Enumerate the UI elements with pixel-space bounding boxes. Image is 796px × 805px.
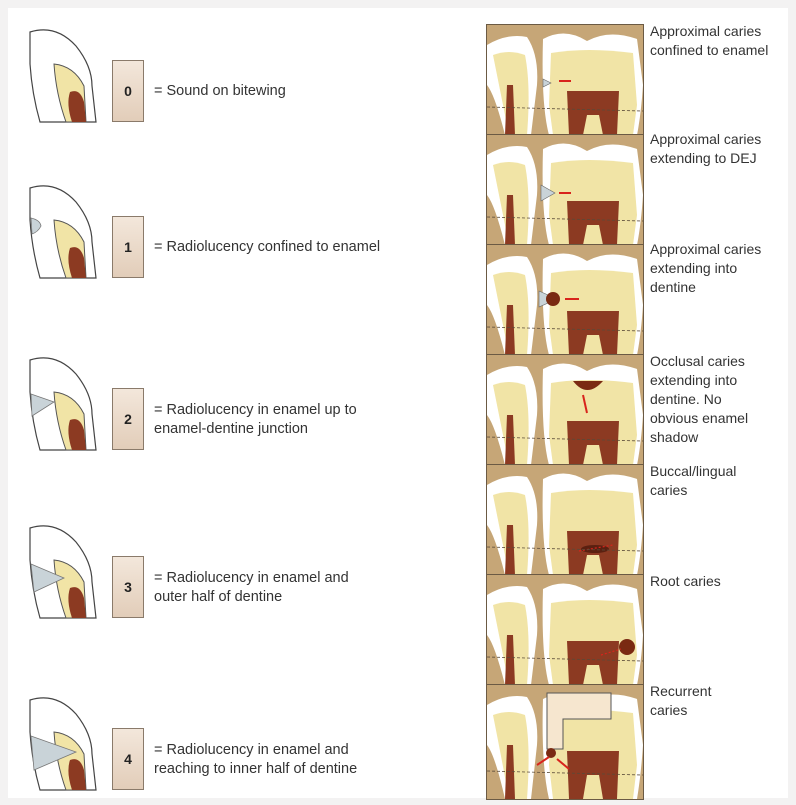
score-row-2: 2 = Radiolucency in enamel up to enamel-…	[8, 352, 478, 462]
label-line: Root caries	[650, 572, 796, 591]
score-description: = Radiolucency in enamel and outer half …	[154, 569, 349, 607]
score-description-line: = Radiolucency in enamel and	[154, 569, 349, 588]
label-line: caries	[650, 701, 796, 720]
label-line: confined to enamel	[650, 41, 796, 60]
label-line: dentine	[650, 278, 796, 297]
label-line: Approximal caries	[650, 240, 796, 259]
label-line: obvious enamel	[650, 409, 796, 428]
label-line: extending into	[650, 371, 796, 390]
score-description-line: outer half of dentine	[154, 588, 349, 607]
radiograph-column	[486, 24, 644, 800]
caries-type-label: Buccal/lingual caries	[650, 462, 796, 500]
score-row-0: 0 = Sound on bitewing	[8, 24, 478, 134]
root-caries-radiograph	[487, 575, 643, 685]
label-line: shadow	[650, 428, 796, 447]
score-description-line: = Sound on bitewing	[154, 82, 286, 101]
score-row-4: 4 = Radiolucency in enamel and reaching …	[8, 692, 478, 802]
score-row-3: 3 = Radiolucency in enamel and outer hal…	[8, 520, 478, 630]
tooth-enamel-icon	[26, 24, 98, 124]
caries-type-label: Approximal caries confined to enamel	[650, 22, 796, 60]
approximal-dej-radiograph	[487, 135, 643, 245]
caries-type-label: Approximal caries extending to DEJ	[650, 130, 796, 168]
tooth-inner-dentine-lesion-icon	[26, 692, 98, 792]
label-line: extending to DEJ	[650, 149, 796, 168]
score-description-line: = Radiolucency confined to enamel	[154, 238, 380, 257]
label-line: Approximal caries	[650, 130, 796, 149]
score-box: 2	[112, 388, 144, 450]
score-box: 4	[112, 728, 144, 790]
caries-type-label: Recurrent caries	[650, 682, 796, 720]
occlusal-dentine-radiograph	[487, 355, 643, 465]
tooth-dej-lesion-icon	[26, 352, 98, 452]
caries-type-label: Root caries	[650, 572, 796, 591]
tooth-outer-dentine-lesion-icon	[26, 520, 98, 620]
score-description: = Radiolucency in enamel up to enamel-de…	[154, 401, 357, 439]
label-line: Occlusal caries	[650, 352, 796, 371]
buccal-lingual-radiograph	[487, 465, 643, 575]
score-description-line: = Radiolucency in enamel and	[154, 741, 357, 760]
label-line: dentine. No	[650, 390, 796, 409]
label-line: Buccal/lingual	[650, 462, 796, 481]
approximal-enamel-radiograph	[487, 25, 643, 135]
figure-panel: 0 = Sound on bitewing 1 = Radiolucency c…	[8, 8, 788, 798]
score-description-line: enamel-dentine junction	[154, 420, 357, 439]
caries-type-label: Approximal caries extending into dentine	[650, 240, 796, 297]
label-line: Recurrent	[650, 682, 796, 701]
score-description: = Radiolucency confined to enamel	[154, 238, 380, 257]
score-box: 1	[112, 216, 144, 278]
score-box: 3	[112, 556, 144, 618]
score-box: 0	[112, 60, 144, 122]
caries-type-label: Occlusal caries extending into dentine. …	[650, 352, 796, 447]
score-description-line: = Radiolucency in enamel up to	[154, 401, 357, 420]
tooth-enamel-lesion-icon	[26, 180, 98, 280]
approximal-dentine-radiograph	[487, 245, 643, 355]
label-line: caries	[650, 481, 796, 500]
score-description: = Sound on bitewing	[154, 82, 286, 101]
score-description-line: reaching to inner half of dentine	[154, 760, 357, 779]
score-row-1: 1 = Radiolucency confined to enamel	[8, 180, 478, 290]
recurrent-caries-radiograph	[487, 685, 643, 799]
score-description: = Radiolucency in enamel and reaching to…	[154, 741, 357, 779]
label-line: Approximal caries	[650, 22, 796, 41]
label-line: extending into	[650, 259, 796, 278]
